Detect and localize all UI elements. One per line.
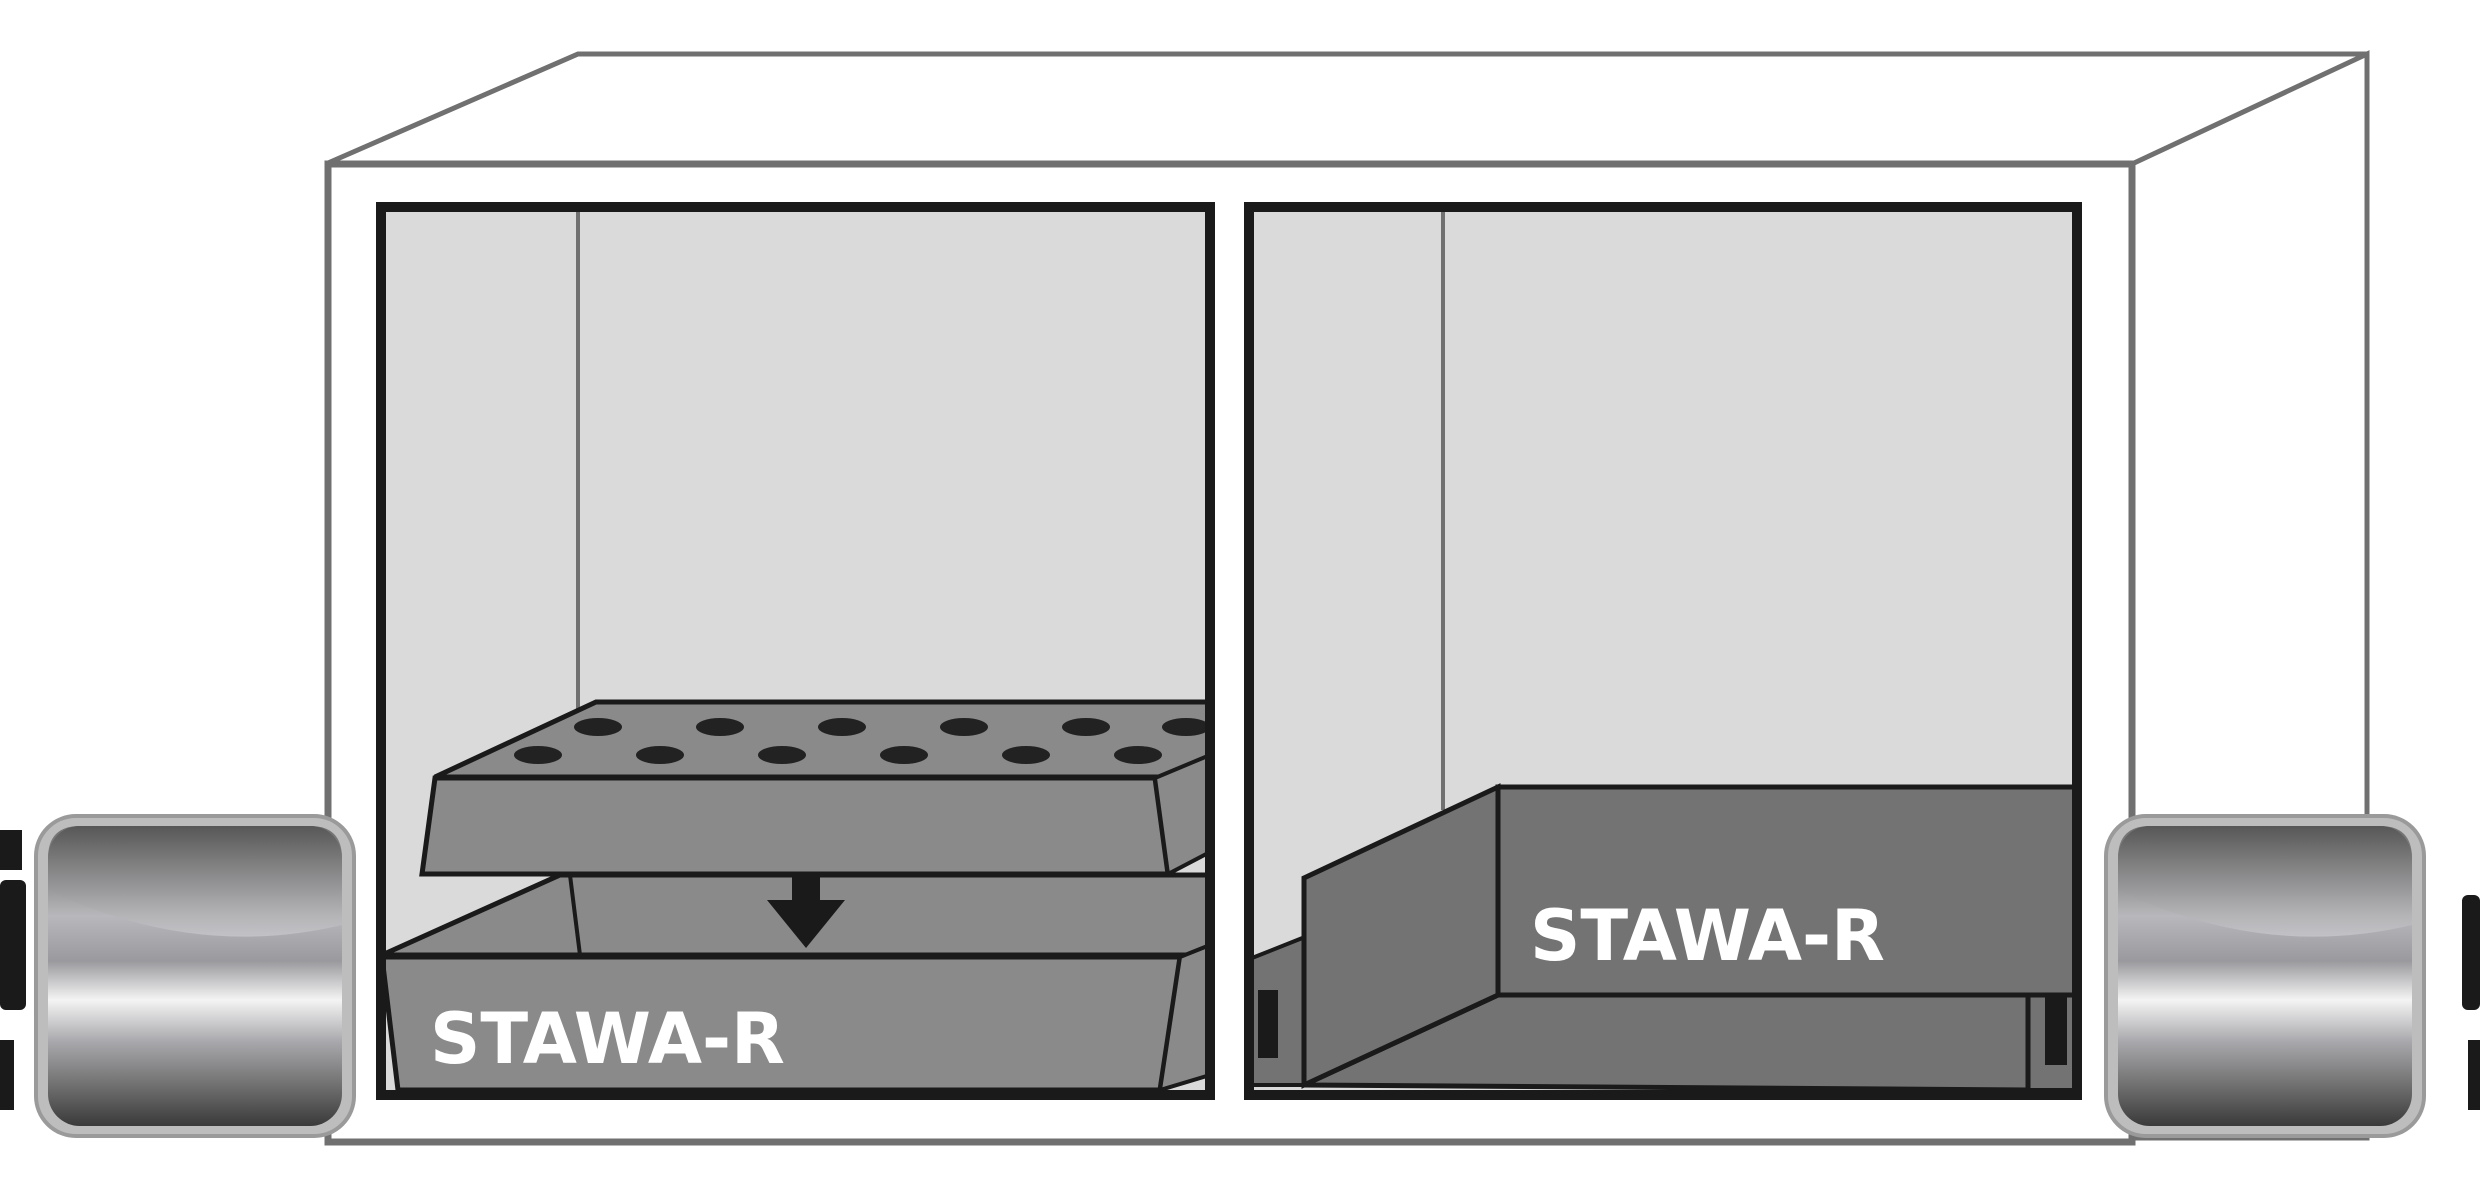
tray-hole xyxy=(880,746,928,764)
right-frame xyxy=(1244,202,2082,1100)
left-compartment: STAWA-R xyxy=(376,202,1215,1100)
edge-fragment-right xyxy=(2462,895,2480,1110)
edge-fragment-left xyxy=(0,830,26,1110)
left-frame xyxy=(376,202,1215,1100)
tray-hole xyxy=(696,718,744,736)
down-arrow-icon xyxy=(767,877,845,948)
left-lower-tray-inner-edge xyxy=(568,874,582,956)
right-drawer-side xyxy=(1301,783,1501,1089)
tray-hole xyxy=(818,718,866,736)
tray-hole xyxy=(758,746,806,764)
cabinet-top xyxy=(327,51,2370,167)
left-tray-label: STAWA-R xyxy=(430,998,785,1080)
right-drawer: STAWA-R xyxy=(1301,783,2078,1093)
right-left-runner-slot xyxy=(1258,990,1278,1058)
tray-hole xyxy=(514,746,562,764)
tray-hole xyxy=(636,746,684,764)
metal-handle-icon xyxy=(34,814,356,1138)
tray-hole xyxy=(940,718,988,736)
right-compartment: STAWA-R xyxy=(1244,202,2082,1100)
tray-hole xyxy=(574,718,622,736)
left-upper-tray-front xyxy=(419,775,1171,877)
tray-holes xyxy=(514,718,1210,764)
tray-hole xyxy=(1062,718,1110,736)
left-upper-tray xyxy=(419,699,1213,878)
right-right-runner-slot xyxy=(2045,980,2067,1065)
tray-hole xyxy=(1114,746,1162,764)
tray-hole xyxy=(1002,746,1050,764)
metal-handle-icon xyxy=(2104,814,2426,1138)
tray-hole xyxy=(1162,718,1210,736)
right-tray-label: STAWA-R xyxy=(1530,895,1885,977)
